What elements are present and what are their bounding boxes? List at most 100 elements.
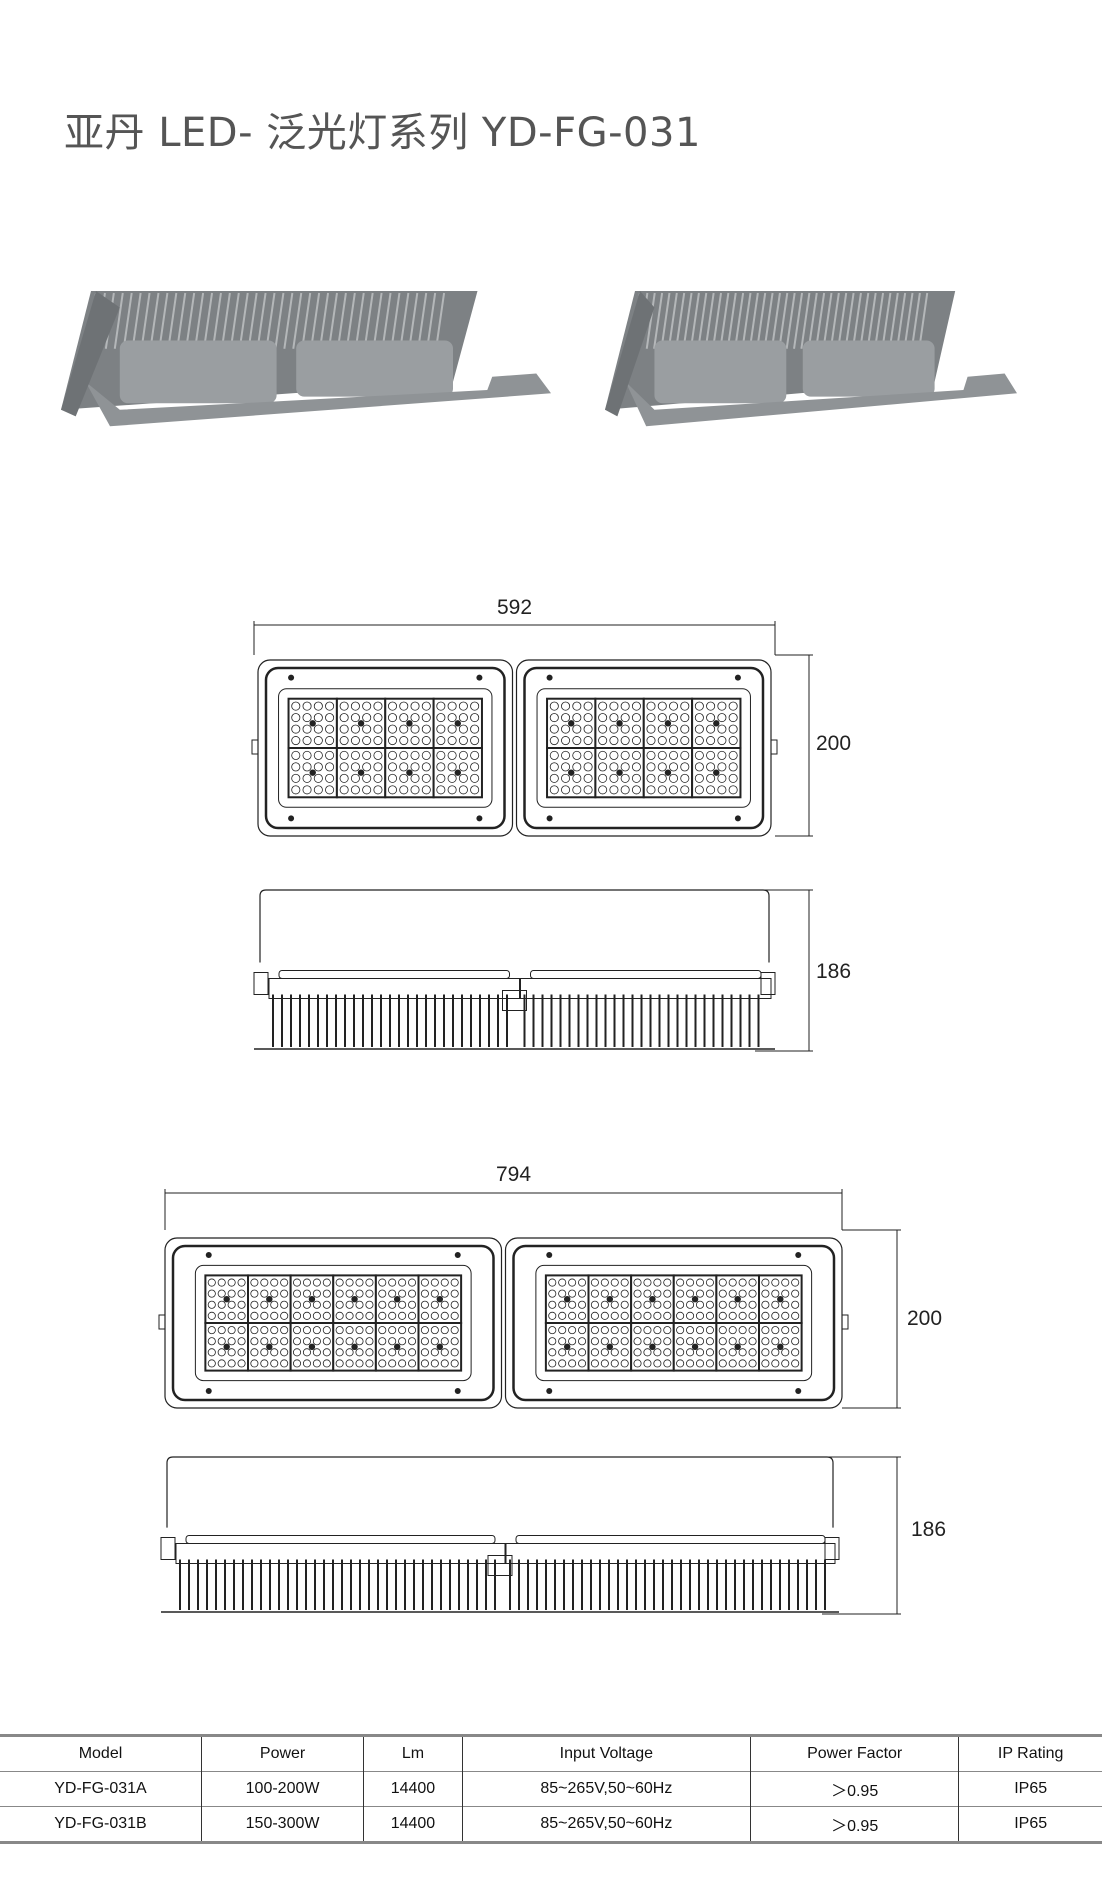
led-chip <box>646 701 656 711</box>
led-chip <box>365 1289 374 1298</box>
led-chip <box>600 1278 609 1287</box>
screw <box>454 1388 461 1394</box>
led-chip <box>440 1278 449 1287</box>
led-chip <box>646 736 656 746</box>
led-chip <box>694 785 704 795</box>
depth-dimension-1: 186 <box>816 960 852 983</box>
led-center <box>393 1343 401 1351</box>
led-chip <box>791 1278 800 1287</box>
fin <box>140 292 151 349</box>
led-chip <box>270 1348 279 1357</box>
led-chip <box>436 750 446 760</box>
led-chip <box>217 1359 226 1368</box>
fin <box>689 292 700 349</box>
fin <box>435 292 446 349</box>
page-title: 亚丹 LED- 泛光灯系列 YD-FG-031 <box>64 110 701 156</box>
led-chip <box>362 713 372 723</box>
led-chip <box>620 1348 629 1357</box>
led-chip <box>399 762 409 772</box>
led-chip <box>250 1278 259 1287</box>
led-chip <box>447 773 457 783</box>
led-chip <box>470 701 480 711</box>
led-chip <box>378 1359 387 1368</box>
lamp-module <box>654 340 787 404</box>
led-chip <box>458 785 468 795</box>
led-chip <box>695 1337 705 1346</box>
led-chip <box>748 1300 757 1309</box>
led-chip <box>663 1359 672 1368</box>
led-chip <box>387 701 398 711</box>
screw <box>546 674 553 681</box>
led-chip <box>388 1289 397 1298</box>
led-chip <box>302 773 312 783</box>
led-chip <box>420 1300 429 1309</box>
led-chip <box>420 1326 429 1335</box>
led-chip <box>717 762 727 772</box>
lens-frame <box>536 688 751 808</box>
led-chip <box>470 785 480 795</box>
led-chip <box>378 1300 387 1309</box>
mounting-bracket <box>625 373 1017 427</box>
led-chip <box>653 1359 662 1368</box>
led-chip <box>558 1289 567 1298</box>
led-chip <box>362 762 372 772</box>
led-chip <box>373 773 383 783</box>
led-center <box>734 1296 741 1303</box>
fin <box>131 292 142 349</box>
led-chip <box>718 1278 727 1287</box>
led-chip <box>695 1359 705 1368</box>
led-chip <box>399 750 409 760</box>
connector <box>502 990 527 1011</box>
led-chip <box>447 736 457 746</box>
led-chip <box>646 750 656 760</box>
led-chip <box>227 1326 236 1335</box>
led-chip <box>388 1326 397 1335</box>
led-chip <box>549 785 559 795</box>
led-chip <box>408 1278 417 1287</box>
led-chip <box>728 762 738 772</box>
led-chip <box>590 1300 599 1309</box>
fin <box>859 292 870 349</box>
fin <box>149 292 160 349</box>
led-chip <box>312 1337 321 1346</box>
led-chip <box>653 1300 662 1309</box>
led-chip <box>207 1359 216 1368</box>
led-chip <box>388 1311 397 1320</box>
lamp-housing <box>164 1237 503 1409</box>
led-chip <box>568 1359 577 1368</box>
led-chip <box>410 713 420 723</box>
led-chip <box>549 762 559 772</box>
led-chip <box>450 1348 459 1357</box>
led-chip <box>717 713 727 723</box>
fin <box>866 292 877 349</box>
led-chip <box>669 724 679 734</box>
led-chip <box>458 724 468 734</box>
led-center <box>563 1343 571 1351</box>
led-chip <box>717 736 727 746</box>
led-chip <box>549 736 559 746</box>
mounting-bracket <box>85 373 551 427</box>
led-chip <box>748 1359 757 1368</box>
table-cell: ＞0.95 <box>750 1771 960 1807</box>
housing-side <box>268 978 520 999</box>
table-cell: 150-300W <box>201 1806 365 1843</box>
led-chip <box>373 785 383 795</box>
led-chip <box>686 1348 695 1357</box>
led-chip <box>706 713 716 723</box>
led-chip <box>325 713 335 723</box>
screw <box>476 674 483 681</box>
led-chip <box>339 724 349 734</box>
led-chip <box>653 1337 662 1346</box>
led-chip <box>378 1326 387 1335</box>
led-chip <box>410 736 420 746</box>
fin <box>229 292 240 349</box>
led-chip <box>365 1278 374 1287</box>
led-chip <box>646 785 656 795</box>
led-chip <box>657 701 667 711</box>
fin <box>726 292 737 349</box>
led-chip <box>791 1311 800 1320</box>
led-chip <box>470 736 480 746</box>
led-chip <box>280 1337 289 1346</box>
led-chip <box>728 724 738 734</box>
led-chip <box>620 1337 629 1346</box>
